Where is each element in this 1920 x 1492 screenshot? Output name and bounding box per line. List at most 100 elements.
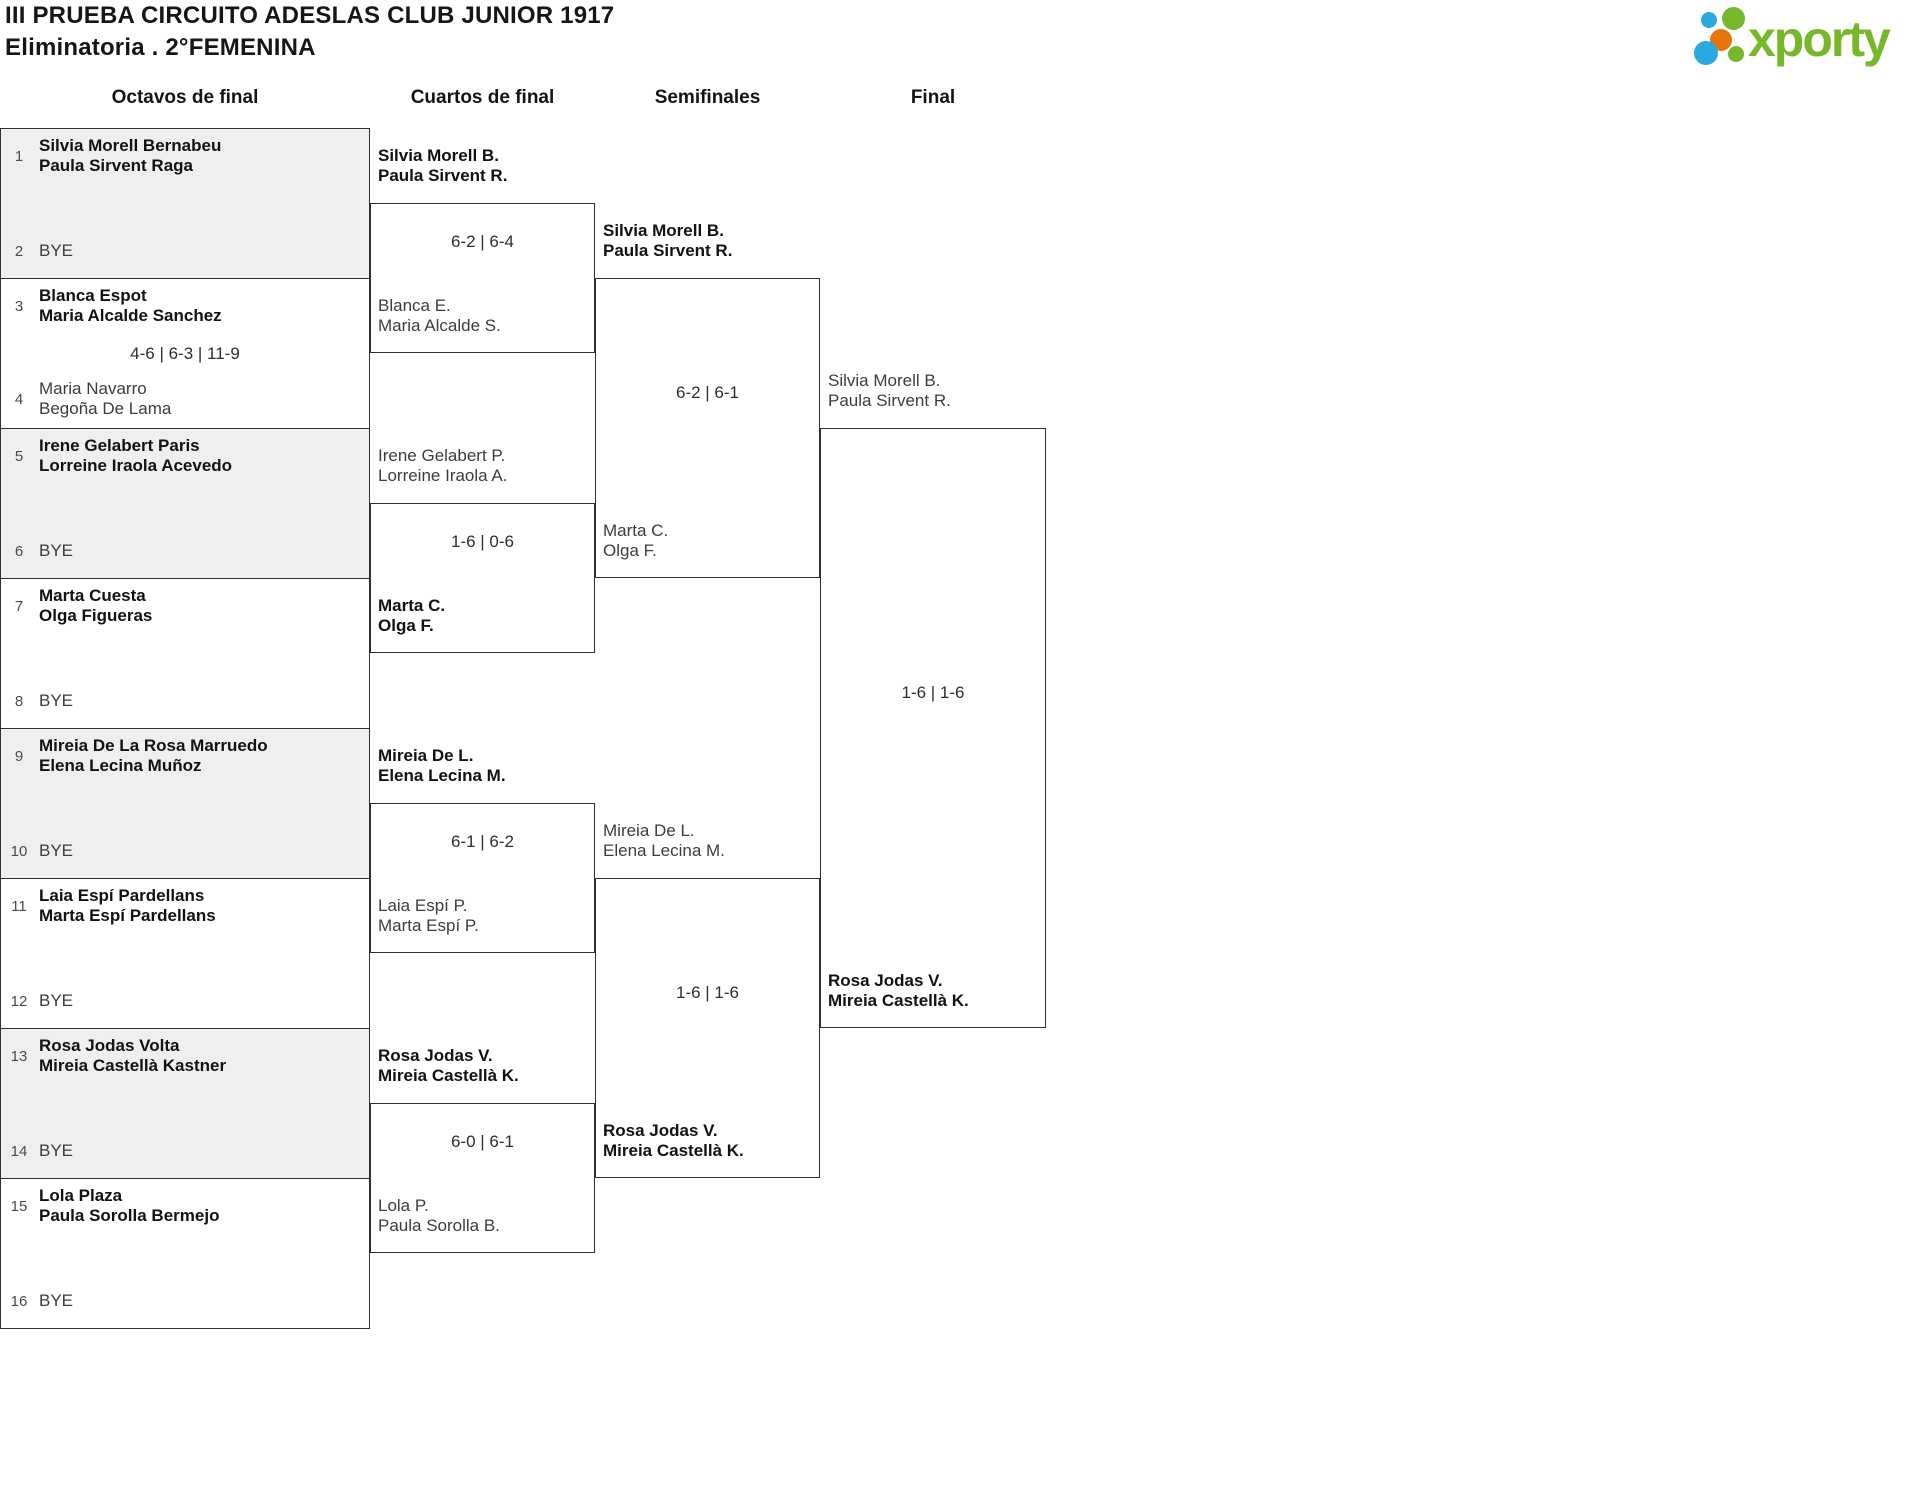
player-1: Rosa Jodas Volta xyxy=(39,1036,180,1055)
xporty-logo[interactable]: xporty xyxy=(1686,2,1916,72)
player-1: BYE xyxy=(39,1291,74,1310)
player-1: BYE xyxy=(39,691,74,710)
r16-match-2: 3 Blanca Espot Maria Alcalde Sanchez 4-6… xyxy=(0,278,370,429)
r16-match-1: 1 Silvia Morell Bernabeu Paula Sirvent R… xyxy=(0,128,370,279)
seed-number: 2 xyxy=(14,242,24,260)
player-1: Blanca E. xyxy=(378,296,451,315)
team-name: Maria Navarro Begoña De Lama xyxy=(39,379,171,419)
player-2: Lorreine Iraola A. xyxy=(378,466,508,485)
seed-number: 4 xyxy=(14,390,24,408)
seed-number: 7 xyxy=(14,597,24,615)
player-1: Maria Navarro xyxy=(39,379,147,398)
round-header-octavos: Octavos de final xyxy=(111,87,259,108)
seed-number: 5 xyxy=(14,447,24,465)
team-slot-top: 11 Laia Espí Pardellans Marta Espí Parde… xyxy=(1,886,369,926)
seed-number: 16 xyxy=(10,1292,28,1310)
team-name: Rosa Jodas Volta Mireia Castellà Kastner xyxy=(39,1036,226,1076)
player-1: Rosa Jodas V. xyxy=(828,971,943,990)
player-1: Mireia De L. xyxy=(378,746,474,765)
player-1: Mireia De La Rosa Marruedo xyxy=(39,736,268,755)
team-name: Laia Espí Pardellans Marta Espí Pardella… xyxy=(39,886,216,926)
player-2: Elena Lecina Muñoz xyxy=(39,756,202,775)
round-header-cuartos: Cuartos de final xyxy=(410,87,555,108)
final-match-box xyxy=(820,428,1046,1028)
team-name: Marta Cuesta Olga Figueras xyxy=(39,586,152,626)
qf2-team-top: Irene Gelabert P. Lorreine Iraola A. xyxy=(378,446,507,486)
team-slot-bottom: 10 BYE xyxy=(1,841,369,861)
sf2-team-bottom: Rosa Jodas V. Mireia Castellà K. xyxy=(603,1121,744,1161)
player-1: Marta C. xyxy=(603,521,669,540)
qf-match-box-1 xyxy=(370,203,595,353)
r16-match-6: 11 Laia Espí Pardellans Marta Espí Parde… xyxy=(0,878,370,1029)
seed-number: 13 xyxy=(10,1047,28,1065)
player-2: Paula Sirvent R. xyxy=(378,166,508,185)
player-2: Paula Sorolla B. xyxy=(378,1216,500,1235)
team-slot-top: 5 Irene Gelabert Paris Lorreine Iraola A… xyxy=(1,436,369,476)
team-slot-top: 7 Marta Cuesta Olga Figueras xyxy=(1,586,369,626)
player-1: Silvia Morell B. xyxy=(828,371,941,390)
player-1: BYE xyxy=(39,841,74,860)
qf-match-box-3 xyxy=(370,803,595,953)
player-1: Silvia Morell Bernabeu xyxy=(39,136,222,155)
r16-match-4: 7 Marta Cuesta Olga Figueras 8 BYE xyxy=(0,578,370,729)
seed-number: 8 xyxy=(14,692,24,710)
page-subtitle: Eliminatoria . 2°FEMENINA xyxy=(5,34,316,61)
player-2: Elena Lecina M. xyxy=(603,841,725,860)
team-slot-bottom: 14 BYE xyxy=(1,1141,369,1161)
player-2: Marta Espí P. xyxy=(378,916,479,935)
player-2: Begoña De Lama xyxy=(39,399,172,418)
sf1-team-top: Silvia Morell B. Paula Sirvent R. xyxy=(603,221,732,261)
sf-match-box-1 xyxy=(595,278,820,578)
r16-match-3: 5 Irene Gelabert Paris Lorreine Iraola A… xyxy=(0,428,370,579)
page-title: III PRUEBA CIRCUITO ADESLAS CLUB JUNIOR … xyxy=(5,2,615,29)
player-1: Laia Espí Pardellans xyxy=(39,886,205,905)
team-slot-bottom: 12 BYE xyxy=(1,991,369,1011)
seed-number: 11 xyxy=(11,897,27,915)
player-2: Paula Sirvent R. xyxy=(828,391,951,410)
qf-match-box-4 xyxy=(370,1103,595,1253)
player-1: Rosa Jodas V. xyxy=(378,1046,493,1065)
xporty-logo-text: xporty xyxy=(1748,11,1891,67)
team-name: Lola Plaza Paula Sorolla Bermejo xyxy=(39,1186,219,1226)
player-1: Irene Gelabert P. xyxy=(378,446,506,465)
team-name: Mireia De La Rosa Marruedo Elena Lecina … xyxy=(39,736,268,776)
team-slot-top: 3 Blanca Espot Maria Alcalde Sanchez xyxy=(1,286,369,326)
sf-match-box-2 xyxy=(595,878,820,1178)
logo-dot-blue-small xyxy=(1701,12,1717,28)
qf3-team-bottom: Laia Espí P. Marta Espí P. xyxy=(378,896,479,936)
player-1: Lola Plaza xyxy=(39,1186,123,1205)
seed-number: 15 xyxy=(10,1197,28,1215)
player-1: Silvia Morell B. xyxy=(603,221,724,240)
round-header-semifinales: Semifinales xyxy=(654,87,761,108)
player-1: Rosa Jodas V. xyxy=(603,1121,718,1140)
player-1: Laia Espí P. xyxy=(378,896,468,915)
qf1-team-bottom: Blanca E. Maria Alcalde S. xyxy=(378,296,501,336)
team-name: Silvia Morell Bernabeu Paula Sirvent Rag… xyxy=(39,136,221,176)
team-name: BYE xyxy=(39,991,73,1011)
r16-match-8: 15 Lola Plaza Paula Sorolla Bermejo 16 B… xyxy=(0,1178,370,1329)
player-2: Mireia Castellà K. xyxy=(378,1066,519,1085)
seed-number: 14 xyxy=(10,1142,28,1160)
match-score: 4-6 | 6-3 | 11-9 xyxy=(130,343,240,363)
player-2: Elena Lecina M. xyxy=(378,766,506,785)
player-1: Lola P. xyxy=(378,1196,429,1215)
seed-number: 6 xyxy=(14,542,24,560)
qf-match-box-2 xyxy=(370,503,595,653)
qf3-score: 6-1 | 6-2 xyxy=(450,832,514,851)
sf2-score: 1-6 | 1-6 xyxy=(675,983,739,1002)
seed-number: 9 xyxy=(14,747,24,765)
team-slot-top: 15 Lola Plaza Paula Sorolla Bermejo xyxy=(1,1186,369,1226)
player-2: Maria Alcalde Sanchez xyxy=(39,306,222,325)
player-1: Irene Gelabert Paris xyxy=(39,436,200,455)
team-slot-top: 9 Mireia De La Rosa Marruedo Elena Lecin… xyxy=(1,736,369,776)
player-1: Marta Cuesta xyxy=(39,586,146,605)
team-slot-bottom: 6 BYE xyxy=(1,541,369,561)
logo-dot-green-small xyxy=(1728,46,1744,62)
final-score: 1-6 | 1-6 xyxy=(901,683,965,702)
player-1: BYE xyxy=(39,991,74,1010)
player-2: Marta Espí Pardellans xyxy=(39,906,216,925)
team-slot-top: 1 Silvia Morell Bernabeu Paula Sirvent R… xyxy=(1,136,369,176)
team-name: BYE xyxy=(39,841,73,861)
logo-dot-blue-large xyxy=(1694,41,1718,65)
seed-number: 10 xyxy=(10,842,28,860)
